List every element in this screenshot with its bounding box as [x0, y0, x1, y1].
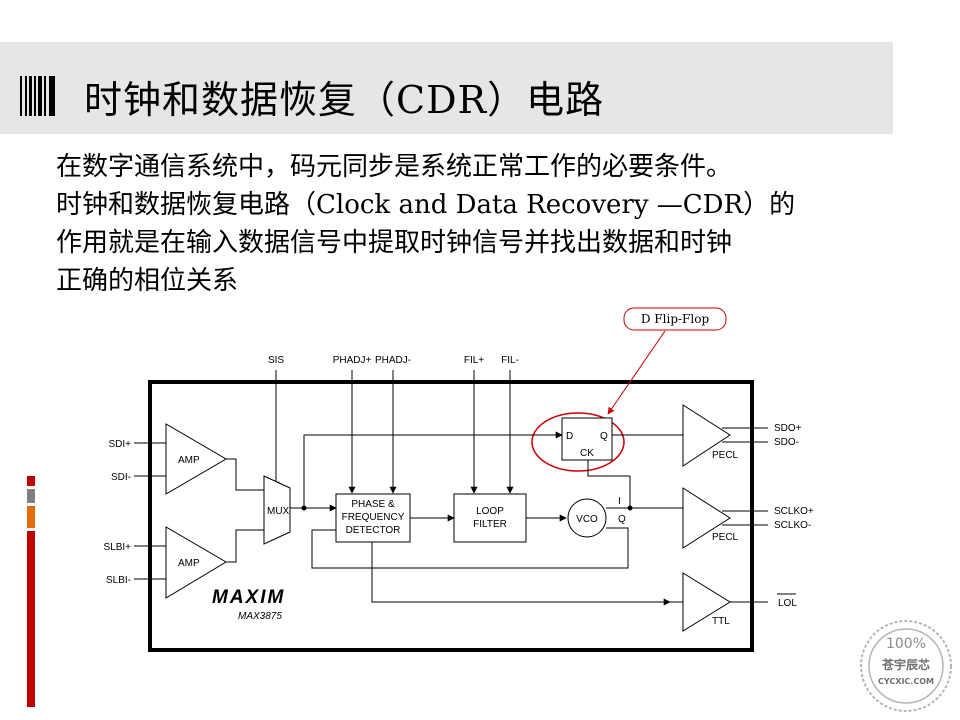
pfd-to-ttl: [371, 542, 671, 606]
vco-i-label: I: [618, 496, 621, 507]
dff-annotation-box: [623, 307, 727, 331]
data-to-dff: [303, 431, 563, 508]
pin-label-phadj-plus: PHADJ+: [333, 355, 372, 366]
pin-label-phadj-minus: PHADJ-: [375, 355, 411, 366]
accent-red-bar: [27, 531, 35, 707]
maxim-logo: MAXIM: [212, 587, 285, 608]
pin-label-slbi-plus: SLBI+: [103, 542, 131, 553]
pin-label-fil-plus: FIL+: [464, 355, 484, 366]
barcode-icon: [20, 76, 55, 116]
paragraph-line: 在数字通信系统中，码元同步是系统正常工作的必要条件。: [56, 152, 733, 182]
pfd-label-line3: DETECTOR: [346, 525, 401, 536]
dff-q-label: Q: [600, 431, 608, 442]
amp-triangle-2: [165, 526, 227, 599]
amp1-to-mux: [226, 458, 264, 491]
body-paragraph: 在数字通信系统中，码元同步是系统正常工作的必要条件。 时钟和数据恢复电路（Clo…: [56, 148, 936, 300]
pfd-label-line1: PHASE &: [351, 499, 395, 510]
seal-name: 苍宇辰芯: [881, 657, 930, 672]
loop-label-line1: LOOP: [476, 506, 504, 517]
ttl-label: TTL: [712, 616, 730, 627]
pecl-buffer-1: [682, 404, 731, 467]
seal-percent: 100%: [886, 636, 926, 652]
pfd-block: [335, 493, 411, 543]
pecl1-label: PECL: [712, 450, 739, 461]
pin-label-slbi-minus: SLBI-: [106, 575, 131, 586]
pin-label-sdo-minus: SDO-: [774, 437, 799, 448]
amp-label-2: AMP: [178, 558, 200, 569]
mux-block: [263, 475, 291, 545]
accent-gray-block: [27, 489, 35, 503]
vco-block: [567, 498, 607, 538]
vco-label: VCO: [576, 514, 598, 525]
dff-annotation-label: D Flip-Flop: [641, 312, 710, 326]
watermark-seal-icon: 100% 苍宇辰芯 CYCXIC.COM: [860, 620, 952, 712]
pecl-buffer-2: [682, 487, 731, 549]
pin-label-sis: SIS: [268, 355, 284, 366]
accent-red-block: [27, 476, 35, 486]
annotation-arrow: [607, 330, 666, 415]
chip-outline: [148, 380, 754, 652]
dff-d-label: D: [566, 431, 573, 442]
loop-label-line2: FILTER: [473, 519, 507, 530]
pfd-label-line2: FREQUENCY: [342, 512, 405, 523]
dff-block: [561, 417, 613, 461]
pin-label-lol: LOL: [778, 598, 797, 609]
amp-label-1: AMP: [178, 455, 200, 466]
seal-site: CYCXIC.COM: [878, 677, 934, 686]
amp-triangle-1: [165, 423, 227, 495]
dff-ck-label: CK: [580, 448, 594, 459]
part-number: MAX3875: [238, 611, 282, 622]
pin-label-sclko-plus: SCLKO+: [774, 506, 814, 517]
mux-label: MUX: [267, 506, 290, 517]
pin-label-sdi-minus: SDI-: [111, 472, 131, 483]
vco-q-label: Q: [618, 514, 626, 525]
pin-label-sdi-plus: SDI+: [108, 439, 131, 450]
pin-label-sclko-minus: SCLKO-: [774, 520, 811, 531]
paragraph-line: 时钟和数据恢复电路（Clock and Data Recovery —CDR）的: [56, 190, 796, 220]
pin-label-sdo-plus: SDO+: [774, 423, 802, 434]
title-bar: 时钟和数据恢复（CDR）电路: [0, 42, 893, 134]
pin-label-fil-minus: FIL-: [501, 355, 519, 366]
accent-orange-block: [27, 506, 35, 528]
dff-highlight-ellipse: [531, 412, 625, 472]
paragraph-line: 作用就是在输入数据信号中提取时钟信号并找出数据和时钟: [56, 228, 733, 258]
pecl2-label: PECL: [712, 532, 739, 543]
slide-title: 时钟和数据恢复（CDR）电路: [84, 78, 605, 122]
clock-to-dff: [587, 460, 630, 477]
amp2-to-mux: [226, 529, 264, 563]
paragraph-line: 正确的相位关系: [56, 266, 239, 296]
loop-filter-block: [453, 493, 527, 543]
vco-feedback: [311, 527, 629, 569]
